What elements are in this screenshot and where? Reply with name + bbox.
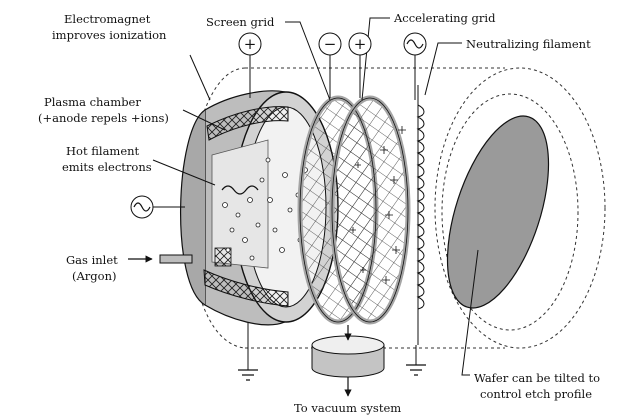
ac-source-icon bbox=[130, 195, 154, 219]
accelerating-grid bbox=[329, 95, 411, 325]
gas-inlet-label: Gas inlet bbox=[66, 253, 118, 267]
wafer-label: Wafer can be tilted to bbox=[474, 371, 600, 385]
wafer-label-2: control etch profile bbox=[480, 387, 592, 401]
gas-inlet-pipe bbox=[159, 254, 193, 264]
vacuum-pump bbox=[311, 325, 385, 397]
labels: Electromagnet improves ionization Plasma… bbox=[38, 11, 600, 415]
svg-text:+: + bbox=[354, 35, 367, 53]
electromagnet-label-2: improves ionization bbox=[52, 28, 167, 42]
vacuum-label: To vacuum system bbox=[294, 401, 401, 415]
leader-lines bbox=[152, 17, 479, 376]
neutralizing-filament bbox=[416, 85, 425, 345]
wafer bbox=[446, 115, 550, 309]
neutralizing-filament-label: Neutralizing filament bbox=[466, 37, 591, 51]
ion-beam bbox=[350, 126, 406, 284]
gas-inlet-label-2: (Argon) bbox=[72, 269, 116, 283]
plasma-chamber-label: Plasma chamber bbox=[44, 95, 141, 109]
svg-text:−: − bbox=[324, 35, 337, 53]
ground-icon bbox=[238, 369, 258, 381]
hot-filament-label-2: emits electrons bbox=[62, 160, 152, 174]
screen-grid-label: Screen grid bbox=[206, 15, 275, 29]
svg-text:+: + bbox=[244, 35, 257, 53]
plasma-chamber-label-2: (+anode repels +ions) bbox=[38, 111, 169, 125]
hot-filament-label: Hot filament bbox=[66, 144, 140, 158]
screen-supply-symbol: − bbox=[318, 32, 342, 56]
accel-supply-symbol: + bbox=[348, 32, 372, 56]
ac-source-icon bbox=[403, 32, 427, 56]
electromagnet-label: Electromagnet bbox=[64, 12, 151, 26]
accelerating-grid-label: Accelerating grid bbox=[393, 11, 496, 25]
ground-icon bbox=[406, 364, 426, 376]
anode-supply-symbol: + bbox=[238, 32, 262, 56]
